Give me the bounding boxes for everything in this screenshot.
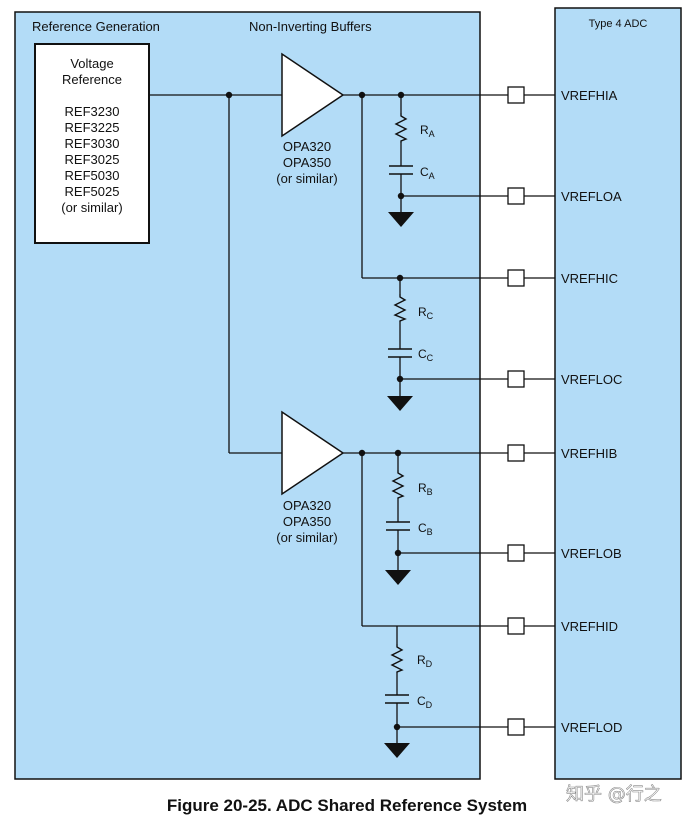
pin-box-vrefloa xyxy=(507,187,525,205)
label-rd: RD xyxy=(417,653,433,669)
ground-icon xyxy=(385,570,411,585)
pin-box-vrefhib xyxy=(507,444,525,462)
buffer-a-part: OPA350 xyxy=(283,155,331,170)
pin-label-vreflob: VREFLOB xyxy=(561,546,622,561)
pin-label-vrefhic: VREFHIC xyxy=(561,271,618,286)
reference-part: REF3230 xyxy=(65,104,120,119)
pin-label-vreflod: VREFLOD xyxy=(561,720,622,735)
label-cc: CC xyxy=(418,347,434,363)
adc-type-label: Type 4 ADC xyxy=(589,18,648,30)
voltage-reference-box xyxy=(34,43,150,244)
label-ra: RA xyxy=(420,123,435,139)
buffer-b-part: (or similar) xyxy=(276,530,337,545)
pin-box-vrefloc xyxy=(507,370,525,388)
buffer-b-opamp xyxy=(281,410,345,496)
pin-box-vrefhia xyxy=(507,86,525,104)
pin-box-vrefhic xyxy=(507,269,525,287)
label-cd: CD xyxy=(417,694,433,710)
capacitor-cc xyxy=(388,348,412,358)
buffer-a-part: (or similar) xyxy=(276,171,337,186)
buffer-b-part: OPA350 xyxy=(283,514,331,529)
junction-dots xyxy=(225,91,405,731)
circuit-wires xyxy=(149,94,555,743)
adc-panel xyxy=(554,7,682,780)
reference-part: REF3225 xyxy=(65,120,120,135)
figure-caption: Figure 20-25. ADC Shared Reference Syste… xyxy=(167,796,527,815)
voltage-reference-title: Voltage xyxy=(70,56,113,71)
buffer-a-part: OPA320 xyxy=(283,139,331,154)
label-rb: RB xyxy=(418,481,433,497)
label-ca: CA xyxy=(420,165,435,181)
capacitor-cb xyxy=(386,521,410,531)
buffer-b-part: OPA320 xyxy=(283,498,331,513)
watermark: 知乎 @行之 xyxy=(566,784,662,805)
pin-label-vrefhid: VREFHID xyxy=(561,619,618,634)
ground-icon xyxy=(384,743,410,758)
pin-box-vreflod xyxy=(507,718,525,736)
voltage-reference-title: Reference xyxy=(62,72,122,87)
resistor-ra xyxy=(394,113,408,143)
label-rc: RC xyxy=(418,305,434,321)
pin-label-vrefhia: VREFHIA xyxy=(561,88,618,103)
reference-part: REF3025 xyxy=(65,152,120,167)
resistor-rc xyxy=(393,294,407,322)
reference-part: (or similar) xyxy=(61,200,122,215)
reference-part: REF5025 xyxy=(65,184,120,199)
non-inverting-buffers-label: Non-Inverting Buffers xyxy=(249,19,372,34)
pin-label-vrefhib: VREFHIB xyxy=(561,446,617,461)
resistor-rd xyxy=(390,644,404,673)
reference-generation-label: Reference Generation xyxy=(32,19,160,34)
ground-icon xyxy=(387,396,413,411)
pin-label-vrefloa: VREFLOA xyxy=(561,189,622,204)
buffer-a-opamp xyxy=(281,52,345,138)
pin-box-vreflob xyxy=(507,544,525,562)
resistor-rb xyxy=(391,470,405,499)
reference-part: REF3030 xyxy=(65,136,120,151)
ground-icon xyxy=(388,212,414,227)
capacitor-ca xyxy=(389,165,413,175)
pin-box-vrefhid xyxy=(507,617,525,635)
capacitor-cd xyxy=(385,694,409,704)
label-cb: CB xyxy=(418,521,433,537)
pin-label-vrefloc: VREFLOC xyxy=(561,372,622,387)
reference-part: REF5030 xyxy=(65,168,120,183)
